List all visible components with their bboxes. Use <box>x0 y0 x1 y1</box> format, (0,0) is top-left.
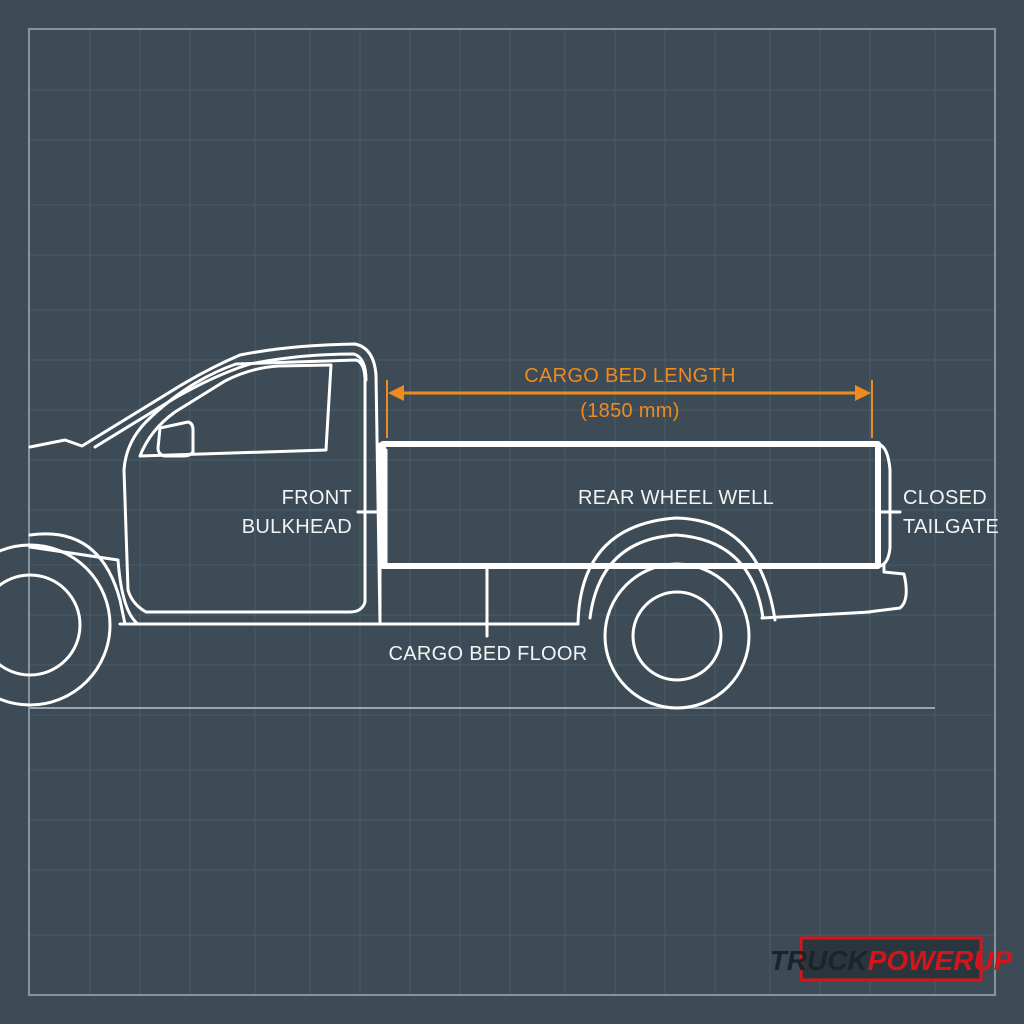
frame-border <box>28 28 996 996</box>
rear-rim <box>631 590 723 682</box>
closed-tailgate-label-line2: TAILGATE <box>903 516 999 538</box>
front-wheel <box>0 532 127 707</box>
rear-tire <box>603 562 751 710</box>
closed-tailgate-label-line1: CLOSED <box>903 487 987 509</box>
dimension-arrow-right-head <box>855 385 871 401</box>
rear-wheel-well-label: REAR WHEEL WELL <box>578 487 774 509</box>
cab-outer-outline <box>28 342 382 626</box>
dimension-title: CARGO BED LENGTH <box>524 365 736 387</box>
rear-wheel <box>576 516 777 710</box>
cab-roof-inner-line <box>93 352 368 449</box>
bed-side-lower <box>378 610 872 626</box>
blueprint-grid <box>30 30 994 994</box>
rear-wheel-arch-outer <box>576 516 777 626</box>
side-window <box>138 363 333 458</box>
truck-cab <box>28 342 382 626</box>
dimension-arrow-left-head <box>388 385 404 401</box>
door-outline <box>122 358 367 614</box>
front-wheel-arch <box>28 532 127 626</box>
brand-logo: TRUCKPOWERUP <box>770 936 1013 982</box>
front-bulkhead-label-line2: BULKHEAD <box>242 516 352 538</box>
cargo-bed <box>356 441 908 638</box>
rear-wheel-arch-inner <box>588 533 765 620</box>
logo-part-truck: TRUCK <box>770 945 870 976</box>
side-mirror <box>156 420 195 458</box>
front-bulkhead-label-line1: FRONT <box>282 487 352 509</box>
logo-part-powerup: POWERUP <box>868 945 1013 976</box>
logo-wordmark: TRUCKPOWERUP <box>770 945 1013 976</box>
closed-tailgate <box>866 442 908 614</box>
front-tire <box>0 543 112 707</box>
dimension-value: (1850 mm) <box>580 400 679 422</box>
cargo-bed-floor-label: CARGO BED FLOOR <box>389 643 588 665</box>
front-rim <box>0 573 82 677</box>
dimension-line <box>386 380 873 438</box>
logo-frame <box>799 936 983 982</box>
